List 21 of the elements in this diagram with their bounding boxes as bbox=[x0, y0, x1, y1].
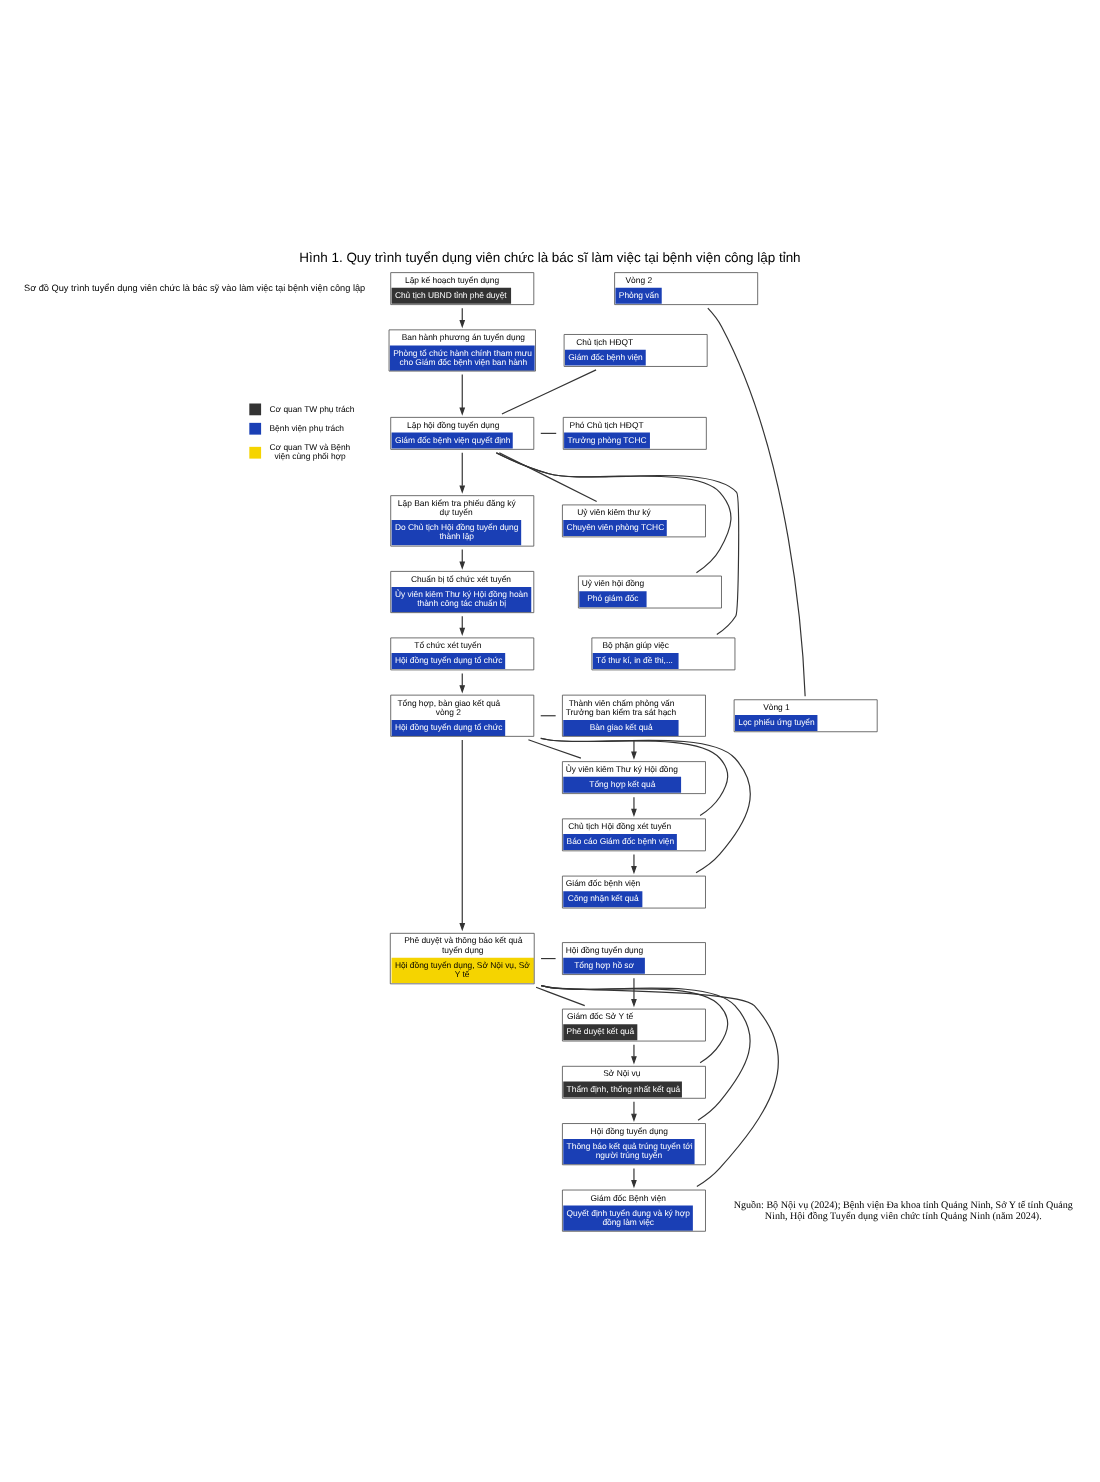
connector bbox=[540, 737, 751, 874]
arrow bbox=[459, 739, 466, 932]
arrow bbox=[631, 977, 637, 1008]
connector bbox=[535, 986, 586, 1007]
connector bbox=[540, 985, 751, 1121]
arrow bbox=[459, 452, 466, 494]
arrow bbox=[631, 796, 637, 817]
arrow bbox=[631, 1167, 637, 1189]
connector bbox=[707, 307, 806, 697]
connector bbox=[495, 452, 740, 636]
connector bbox=[498, 452, 598, 502]
connector bbox=[495, 452, 732, 574]
connector bbox=[540, 985, 780, 1188]
arrow bbox=[631, 739, 637, 760]
connector bbox=[501, 369, 597, 415]
arrow bbox=[459, 374, 466, 416]
connector bbox=[527, 739, 582, 759]
arrow bbox=[631, 1044, 637, 1065]
connector bbox=[540, 985, 729, 1064]
arrow bbox=[631, 1101, 637, 1122]
arrow bbox=[631, 853, 637, 875]
